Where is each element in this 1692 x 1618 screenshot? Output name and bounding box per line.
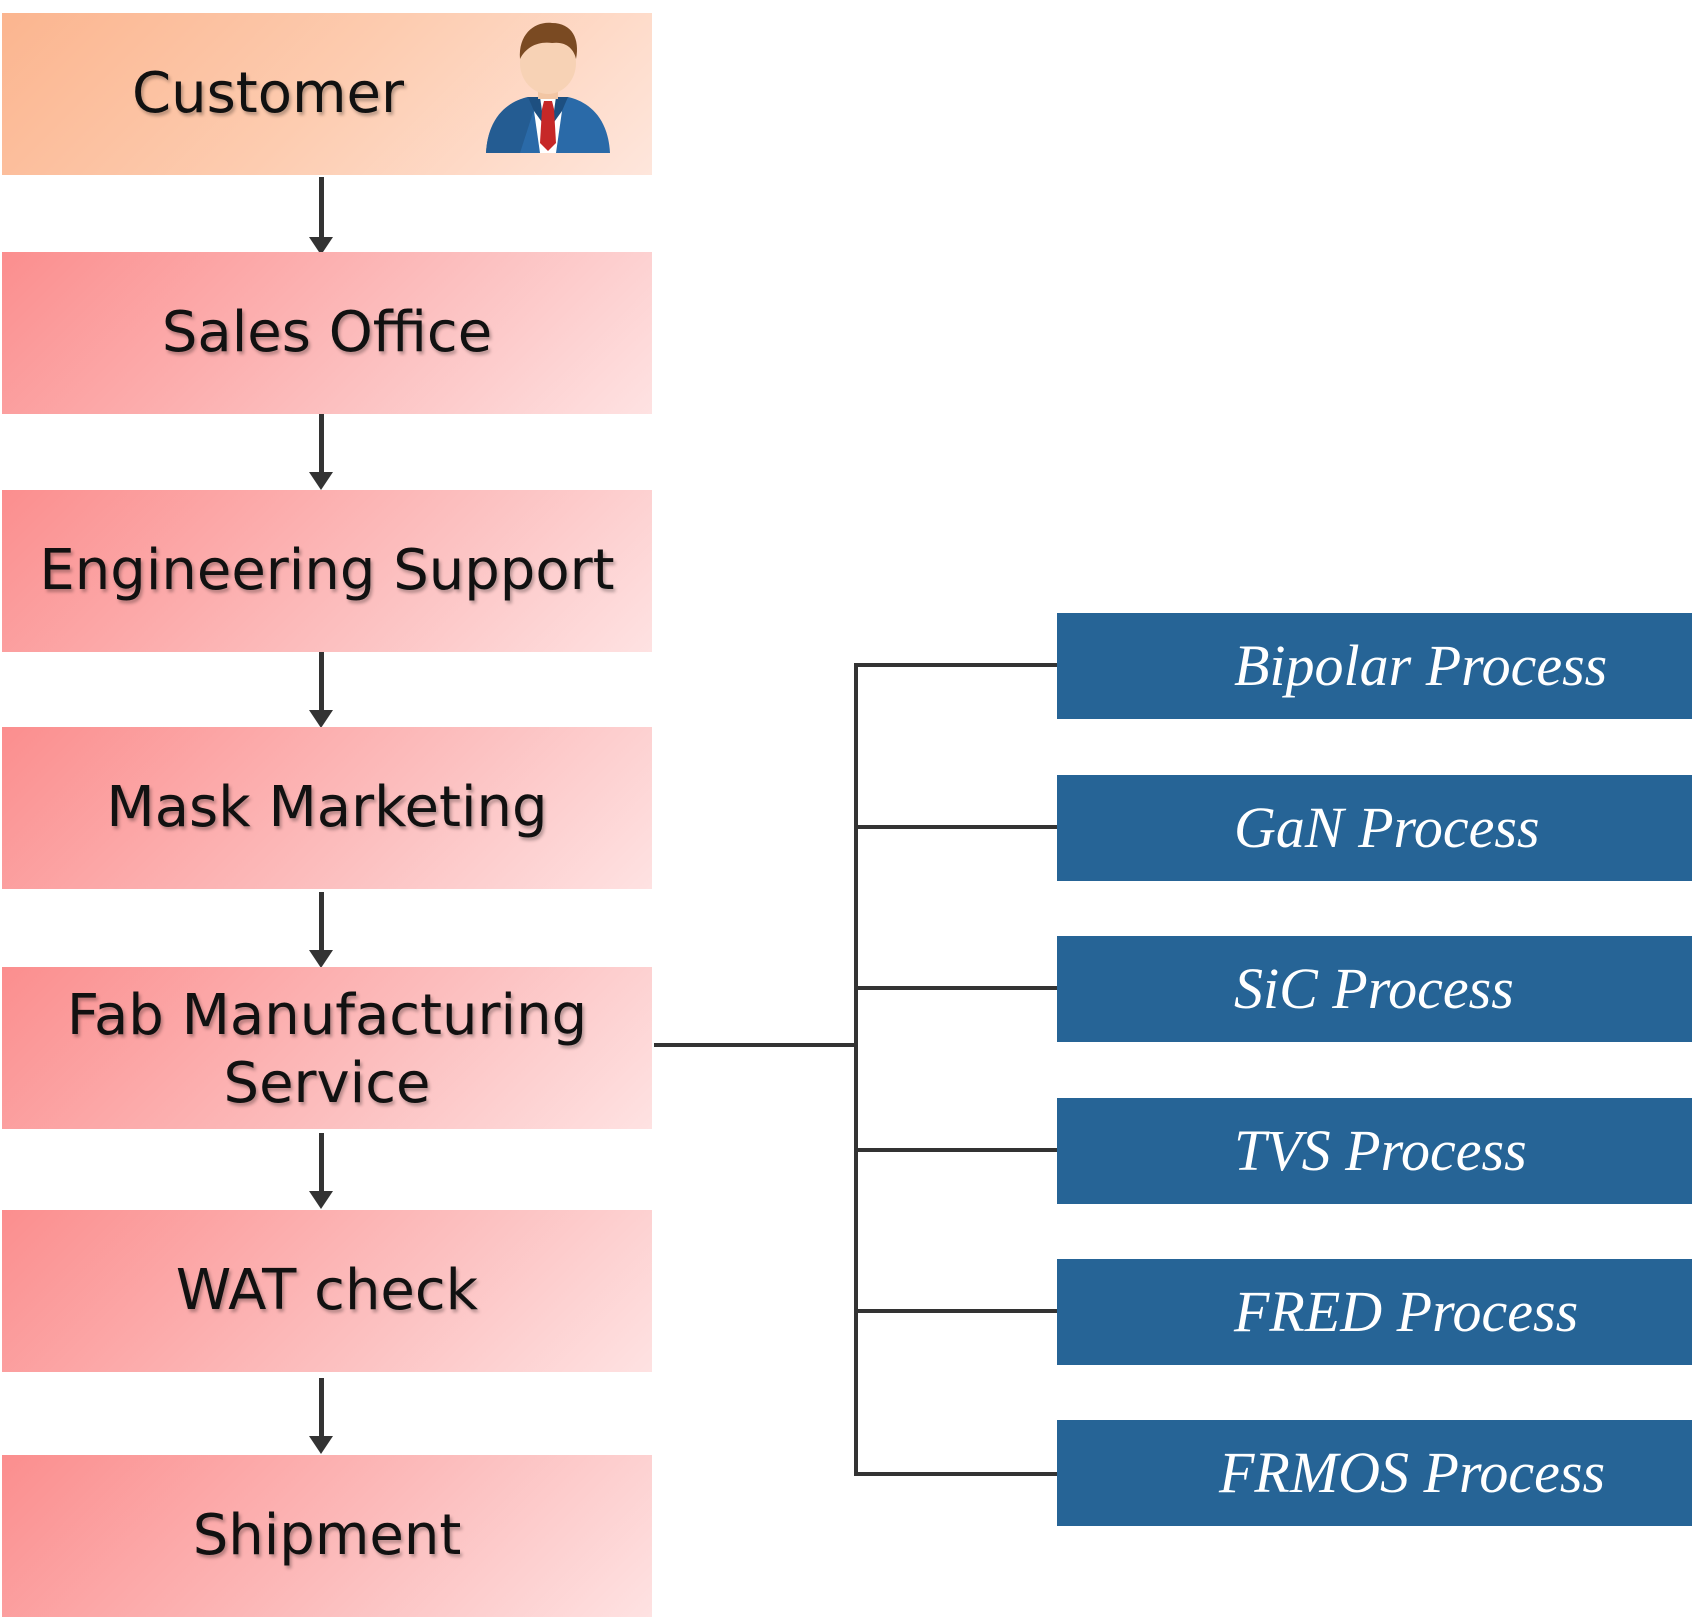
businessman-avatar-icon: [486, 22, 610, 153]
process-tvs-label: TVS Process: [1234, 1118, 1527, 1183]
step-mask-marketing: Mask Marketing: [2, 727, 652, 889]
step-customer: Customer: [2, 13, 652, 175]
process-tvs: TVS Process: [1057, 1098, 1692, 1204]
arrow-engineering-to-mask: [309, 652, 333, 728]
process-bipolar-label: Bipolar Process: [1234, 633, 1608, 698]
arrow-mask-to-fab: [309, 892, 333, 968]
process-frmos-label: FRMOS Process: [1219, 1440, 1606, 1505]
step-customer-label: Customer: [132, 61, 405, 126]
arrow-customer-to-sales: [309, 177, 333, 255]
step-engineering-support: Engineering Support: [2, 490, 652, 652]
step-shipment: Shipment: [2, 1455, 652, 1617]
step-wat-check: WAT check: [2, 1210, 652, 1372]
arrow-fab-to-wat: [309, 1133, 333, 1209]
step-sales-office-label: Sales Office: [161, 300, 493, 365]
step-mask-marketing-label: Mask Marketing: [106, 775, 548, 840]
process-sic-label: SiC Process: [1234, 956, 1514, 1021]
process-gan-label: GaN Process: [1234, 795, 1540, 860]
process-gan: GaN Process: [1057, 775, 1692, 881]
process-bipolar: Bipolar Process: [1057, 613, 1692, 719]
step-sales-office: Sales Office: [2, 252, 652, 414]
step-fab-manufacturing-service-label: Fab Manufacturing Service: [66, 983, 588, 1116]
process-frmos: FRMOS Process: [1057, 1420, 1692, 1526]
step-engineering-support-label: Engineering Support: [39, 538, 615, 603]
step-wat-check-label: WAT check: [175, 1258, 479, 1323]
process-fred: FRED Process: [1057, 1259, 1692, 1365]
step-shipment-label: Shipment: [192, 1503, 462, 1568]
arrow-sales-to-engineering: [309, 414, 333, 490]
step-fab-manufacturing-service: Fab Manufacturing Service: [2, 967, 652, 1129]
process-fred-label: FRED Process: [1234, 1279, 1579, 1344]
process-sic: SiC Process: [1057, 936, 1692, 1042]
arrow-wat-to-shipment: [309, 1378, 333, 1454]
